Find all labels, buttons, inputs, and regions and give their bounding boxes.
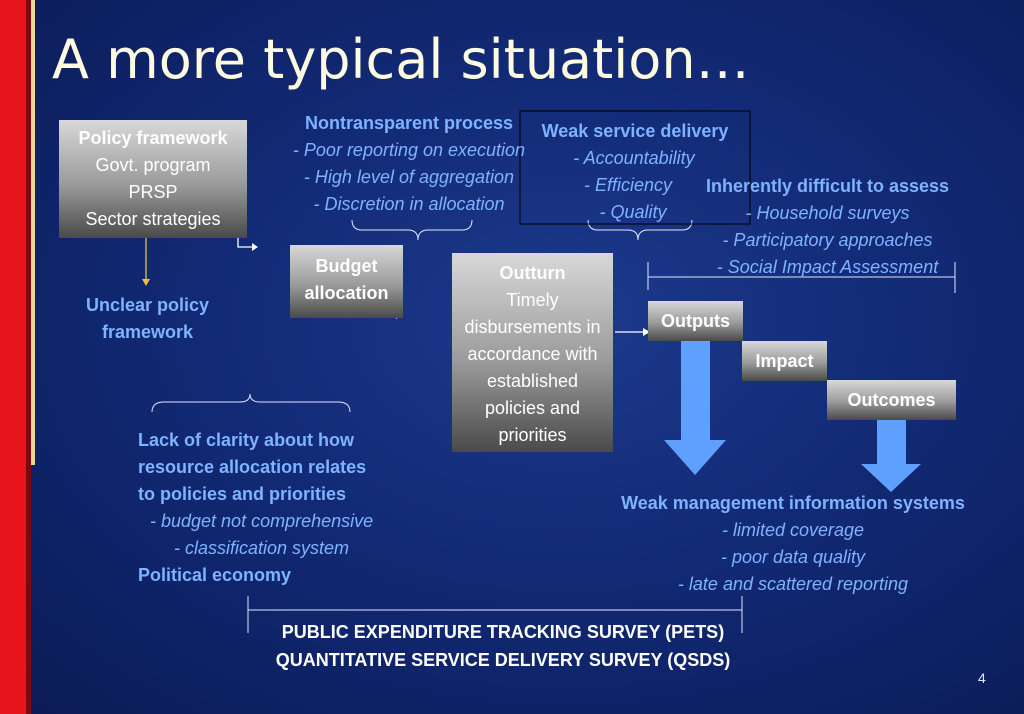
weak-service-item: - Efficiency: [583, 175, 673, 195]
policy-down-arrowhead: [142, 279, 150, 286]
nontransparent-heading: Nontransparent process: [304, 113, 514, 133]
left-red-bar: [0, 0, 26, 714]
policy-framework-box: Policy framework Govt. program PRSP Sect…: [59, 120, 247, 238]
difficult-item: - Social Impact Assessment: [716, 257, 939, 277]
weak-service-item: - Quality: [599, 202, 667, 222]
weak-mis-item: - late and scattered reporting: [677, 574, 909, 594]
outcomes-box: Outcomes: [827, 380, 956, 420]
page-number: 4: [978, 670, 986, 686]
lack-clarity-line: Lack of clarity about how: [138, 430, 355, 450]
outturn-line: accordance with: [467, 344, 598, 364]
weak-mis: Weak management information systems - li…: [603, 490, 983, 598]
difficult-item: - Household surveys: [745, 203, 910, 223]
nontransparent-process: Nontransparent process - Poor reporting …: [280, 110, 538, 218]
pets-label: PUBLIC EXPENDITURE TRACKING SURVEY (PETS…: [281, 622, 725, 642]
budget-allocation-box: Budget allocation: [290, 245, 403, 318]
assessment-bracket: [647, 262, 956, 293]
weak-mis-heading: Weak management information systems: [621, 493, 965, 513]
policy-line: Govt. program: [95, 155, 211, 175]
lack-clarity-brace: [151, 393, 351, 413]
outturn-box: Outturn Timely disbursements in accordan…: [452, 253, 613, 452]
left-dark-bar: [26, 0, 31, 714]
outturn-line: Timely: [506, 290, 559, 310]
unclear-policy-label: Unclear policy framework: [70, 292, 225, 346]
service-brace: [587, 219, 693, 241]
weak-service-outline: [519, 110, 751, 225]
lack-clarity-item: - budget not comprehensive: [150, 511, 374, 531]
lack-clarity-line: to policies and priorities: [138, 484, 347, 504]
policy-to-budget-arrowhead: [252, 243, 258, 251]
outturn-line: disbursements in: [464, 317, 601, 337]
slide-title: A more typical situation…: [52, 28, 750, 91]
difficult-heading: Inherently difficult to assess: [705, 176, 950, 196]
nontransparent-brace: [351, 219, 473, 241]
unclear-policy-line: framework: [101, 322, 194, 342]
outturn-line: policies and: [484, 398, 581, 418]
qsds-label: QUANTITATIVE SERVICE DELIVERY SURVEY (QS…: [275, 650, 731, 670]
nontransparent-item: - Poor reporting on execution: [292, 140, 526, 160]
left-gold-bar: [31, 0, 35, 465]
weak-mis-item: - poor data quality: [720, 547, 866, 567]
weak-service-item: - Accountability: [573, 148, 695, 168]
weak-mis-item: - limited coverage: [721, 520, 865, 540]
difficult-to-assess: Inherently difficult to assess - Househo…: [695, 173, 960, 281]
unclear-policy-line: Unclear policy: [85, 295, 210, 315]
weak-service-heading: Weak service delivery: [541, 121, 729, 141]
nontransparent-item: - High level of aggregation: [303, 167, 515, 187]
lack-clarity-item: - classification system: [174, 538, 350, 558]
budget-line: allocation: [304, 283, 389, 303]
outputs-down-block-arrow: [664, 341, 726, 475]
policy-line: PRSP: [128, 182, 178, 202]
outputs-box: Outputs: [648, 301, 743, 341]
survey-labels: PUBLIC EXPENDITURE TRACKING SURVEY (PETS…: [248, 618, 758, 674]
policy-heading: Policy framework: [78, 128, 228, 148]
budget-line: Budget: [315, 256, 378, 276]
weak-service-delivery: Weak service delivery - Accountability -…: [520, 118, 750, 226]
lack-clarity-line: resource allocation relates: [138, 457, 367, 477]
difficult-item: - Participatory approaches: [722, 230, 933, 250]
outturn-line: established: [486, 371, 579, 391]
outturn-line: priorities: [498, 425, 567, 445]
outturn-to-outputs-arrowhead: [643, 328, 650, 336]
policy-line: Sector strategies: [85, 209, 221, 229]
nontransparent-item: - Discretion in allocation: [313, 194, 505, 214]
political-economy-label: Political economy: [138, 565, 292, 585]
survey-bracket: [247, 596, 743, 633]
lack-of-clarity: Lack of clarity about how resource alloc…: [138, 427, 438, 589]
outturn-heading: Outturn: [499, 263, 566, 283]
outcomes-down-block-arrow: [861, 418, 921, 492]
impact-box: Impact: [742, 341, 827, 381]
